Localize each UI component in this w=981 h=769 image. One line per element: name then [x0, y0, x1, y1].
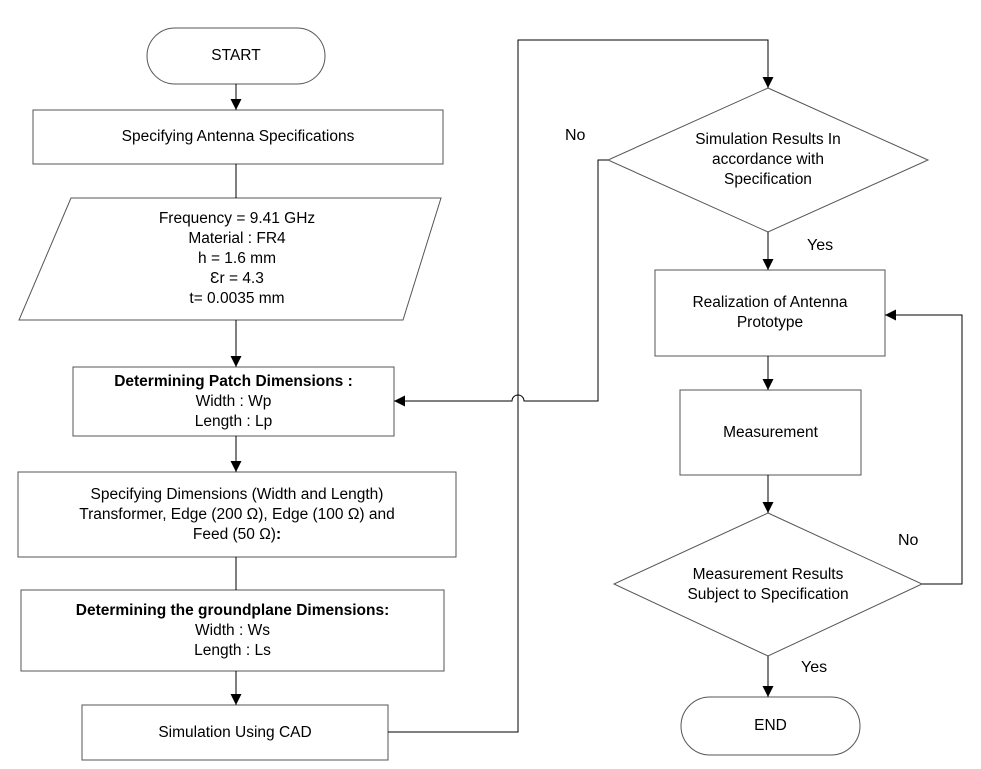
patch-dimensions-box [72, 366, 395, 437]
arrow-simulation-to-decision [388, 39, 774, 733]
start-terminator [146, 27, 326, 85]
groundplane-box [20, 589, 445, 672]
no-label-measurement: No [898, 532, 919, 549]
decision-measurement-diamond [612, 512, 924, 657]
measurement-box [679, 389, 862, 476]
yes-label-measurement: Yes [801, 659, 828, 676]
arrow-no-back-to-realization [885, 309, 963, 585]
parameters-parallelogram [18, 197, 442, 321]
simulation-box [81, 704, 389, 761]
end-terminator [680, 696, 861, 756]
decision-simulation-diamond [606, 87, 930, 233]
specify-antenna-box [32, 109, 444, 165]
arrow-no-back-to-patch [394, 159, 608, 407]
dimensions-box [17, 471, 457, 558]
no-label-simulation: No [565, 127, 586, 144]
realization-box [654, 269, 886, 357]
yes-label-simulation: Yes [807, 237, 834, 254]
